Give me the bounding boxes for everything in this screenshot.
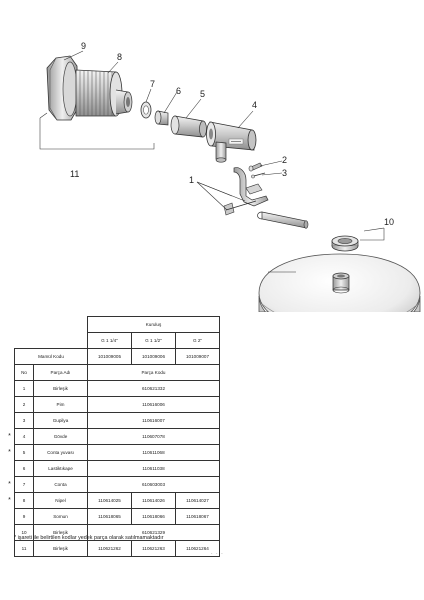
callout-11: 11: [70, 169, 79, 179]
part-number: 2: [14, 396, 34, 413]
part-7-gasket: [140, 101, 152, 119]
part-code: 110621262: [87, 540, 132, 557]
mamul-kodu-2: 101009006: [131, 348, 176, 365]
part-number: 6: [14, 460, 34, 477]
spare-part-mark: [5, 381, 15, 397]
part-code: 110611038: [87, 460, 220, 477]
spare-part-mark: [5, 397, 15, 413]
part-code: 110618065: [87, 508, 132, 525]
size-2: G 1 1/2": [131, 332, 176, 349]
table-row-mamul: Mamül Kodu 101009005 101009006 101009007: [5, 348, 220, 365]
part-code: 110607078: [87, 428, 220, 445]
part-name: Lastiktıkape: [33, 460, 88, 477]
part-code: 110616006: [87, 396, 220, 413]
footnote: * işareti ile belirtilen kodlar yedek pa…: [14, 535, 164, 541]
parca-adi-header: Parça Adı: [33, 364, 88, 381]
callout-5: 5: [200, 89, 205, 99]
part-number: 8: [14, 492, 34, 509]
part-9-nut: [46, 55, 79, 121]
part-5-cylinder: [170, 115, 207, 138]
callout-6: 6: [176, 86, 181, 96]
spare-part-mark: *: [8, 449, 11, 456]
callout-9: 9: [81, 41, 86, 51]
page-dots: · · ·: [211, 551, 224, 557]
part-code: 110614027: [175, 492, 220, 509]
part-1-float-arm: [223, 167, 309, 229]
part-4-valve-body: [206, 121, 257, 163]
part-code: 110618066: [131, 508, 176, 525]
spare-part-mark: *: [8, 481, 11, 488]
callout-1: 1: [189, 175, 194, 185]
table-header-kurulus: Kuruluş: [5, 316, 220, 333]
kurulus-header: Kuruluş: [87, 316, 220, 333]
part-8-nipple: [75, 69, 133, 117]
callout-4: 4: [252, 100, 257, 110]
part-code: 110621264: [175, 540, 220, 557]
part-number: 1: [14, 380, 34, 397]
part-name: Conta: [33, 476, 88, 493]
mamul-kodu-label: Mamül Kodu: [14, 348, 88, 365]
table-header-sizes: G 1 1/4" G 1 1/2" G 2": [5, 332, 220, 349]
part-number: 3: [14, 412, 34, 429]
parca-kodu-header: Parça Kodu: [87, 364, 220, 381]
part-code: 110614025: [87, 492, 132, 509]
part-number: 4: [14, 428, 34, 445]
part-code: 110614026: [131, 492, 176, 509]
callout-8: 8: [117, 52, 122, 62]
callout-2: 2: [282, 155, 287, 165]
spare-part-mark: [5, 541, 15, 557]
spare-part-mark: [5, 413, 15, 429]
part-name: Gupilya: [33, 412, 88, 429]
part-code: 110621263: [131, 540, 176, 557]
part-name: Nipel: [33, 492, 88, 509]
callout-7: 7: [150, 79, 155, 89]
spare-part-mark: [5, 461, 15, 477]
size-1: G 1 1/4": [87, 332, 132, 349]
callout-3: 3: [282, 168, 287, 178]
part-name: Gövde: [33, 428, 88, 445]
part-code: 110618067: [175, 508, 220, 525]
callout-10: 10: [384, 217, 394, 227]
part-name: Somun: [33, 508, 88, 525]
exploded-view-diagram: 9 8 7 6 5 4 2 3 1 11 10: [39, 41, 421, 312]
part-number: 11: [14, 540, 34, 557]
mamul-kodu-3: 101009007: [175, 348, 220, 365]
part-number: 7: [14, 476, 34, 493]
table-row-headers: No Parça Adı Parça Kodu: [5, 364, 220, 381]
part-code: 610621332: [87, 380, 220, 397]
part-6-seat: [154, 110, 169, 126]
spare-part-mark: *: [8, 433, 11, 440]
part-code: 110616007: [87, 412, 220, 429]
part-2-3-pin: [248, 162, 266, 179]
part-code: 110611068: [87, 444, 220, 461]
parts-table: Kuruluş G 1 1/4" G 1 1/2" G 2" Mamül Kod…: [5, 316, 220, 557]
spare-part-mark: *: [8, 497, 11, 504]
part-number: 9: [14, 508, 34, 525]
mamul-kodu-1: 101009005: [87, 348, 132, 365]
no-header: No: [14, 364, 34, 381]
tank: [258, 253, 421, 312]
part-name: Pim: [33, 396, 88, 413]
spare-part-mark: [5, 509, 15, 525]
size-3: G 2": [175, 332, 220, 349]
part-10-fitting: [331, 235, 359, 252]
part-name: Conta yuvası: [33, 444, 88, 461]
part-number: 5: [14, 444, 34, 461]
leader-lines: [39, 50, 385, 273]
part-code: 610603003: [87, 476, 220, 493]
part-name: Birleşik: [33, 380, 88, 397]
part-name: Birleşik: [33, 540, 88, 557]
